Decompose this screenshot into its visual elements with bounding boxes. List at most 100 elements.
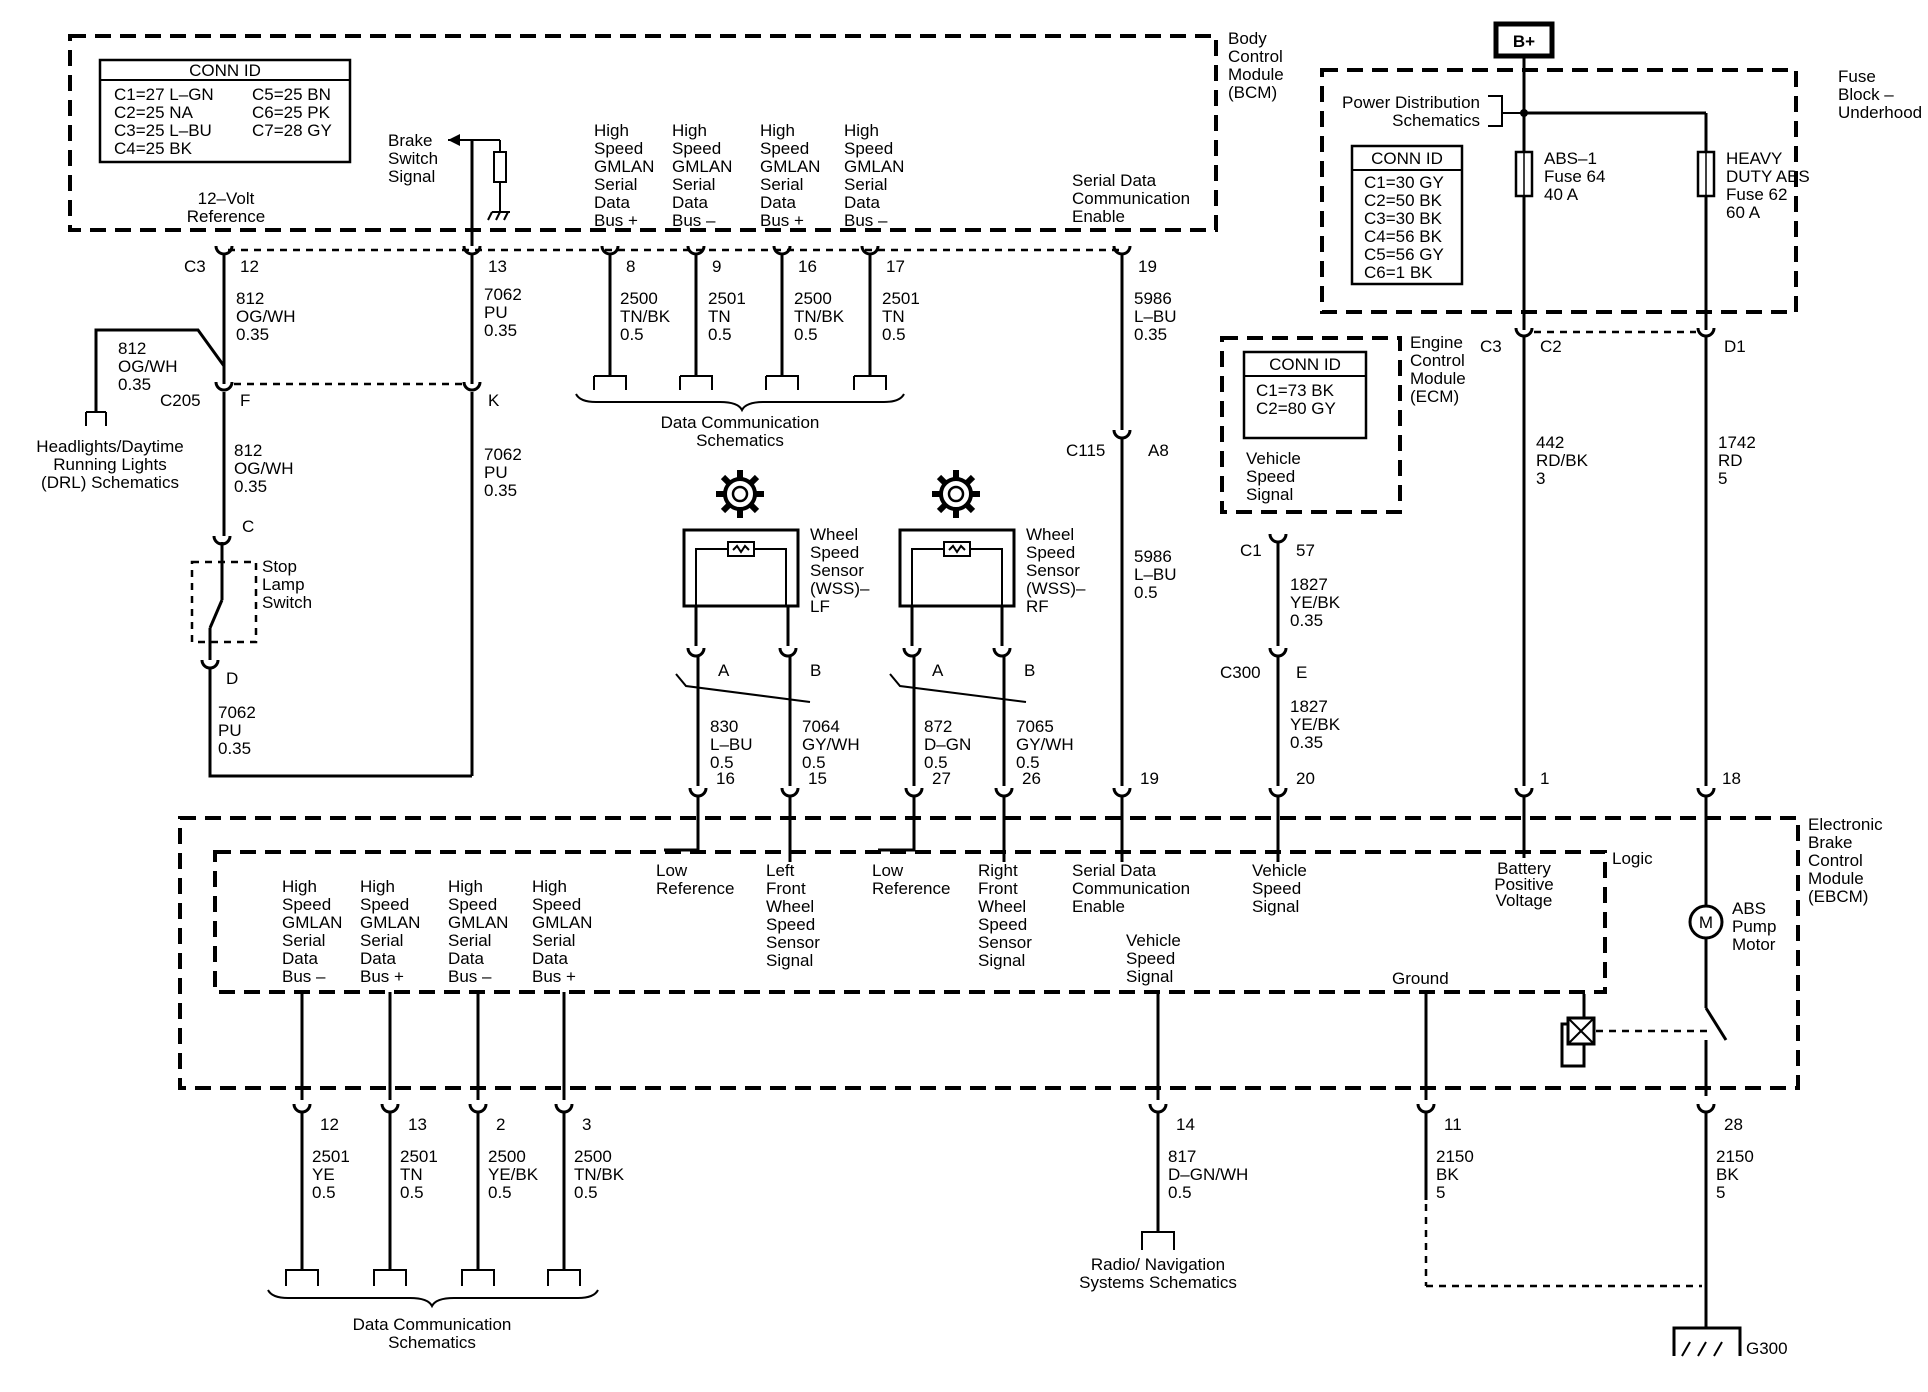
svg-text:Bus –: Bus – — [844, 211, 888, 230]
svg-text:20: 20 — [1296, 769, 1315, 788]
svg-text:E: E — [1296, 663, 1307, 682]
svg-text:Lamp: Lamp — [262, 575, 305, 594]
svg-text:0.35: 0.35 — [1290, 733, 1323, 752]
ebcm-ground-label: Ground — [1392, 969, 1449, 988]
svg-text:Sensor: Sensor — [978, 933, 1032, 952]
svg-text:3: 3 — [582, 1115, 591, 1134]
svg-text:Fuse 62: Fuse 62 — [1726, 185, 1787, 204]
svg-text:CONN ID: CONN ID — [1371, 149, 1443, 168]
svg-text:C205: C205 — [160, 391, 201, 410]
svg-text:Signal: Signal — [978, 951, 1025, 970]
svg-text:5: 5 — [1718, 469, 1727, 488]
fuse-conn-id-table: CONN ID C1=30 GY C2=50 BK C3=30 BK C4=56… — [1350, 144, 1464, 286]
svg-text:Signal: Signal — [1252, 897, 1299, 916]
svg-text:Serial: Serial — [844, 175, 887, 194]
bcm-brake-switch-signal-label: Brake Switch Signal — [388, 131, 438, 186]
svg-text:Communication: Communication — [1072, 189, 1190, 208]
svg-text:Right: Right — [978, 861, 1018, 880]
svg-text:High: High — [360, 877, 395, 896]
svg-text:Signal: Signal — [1126, 967, 1173, 986]
svg-text:GMLAN: GMLAN — [760, 157, 820, 176]
ebcm-battery-positive-voltage: Battery Positive Voltage — [1494, 859, 1554, 910]
wire-2501-label-b: 2501 TN 0.5 — [882, 289, 920, 344]
svg-text:Speed: Speed — [360, 895, 409, 914]
svg-text:Stop: Stop — [262, 557, 297, 576]
ebcm-serial-data-enable: Serial Data Communication Enable — [1072, 861, 1190, 916]
svg-text:Module: Module — [1228, 65, 1284, 84]
svg-text:Reference: Reference — [872, 879, 950, 898]
wss-lf-wire-labels: 830 L–BU 0.5 7064 GY/WH 0.5 — [710, 717, 860, 772]
svg-text:Schematics: Schematics — [696, 431, 784, 450]
svg-text:C3=25 L–BU: C3=25 L–BU — [114, 121, 212, 140]
svg-text:(WSS)–: (WSS)– — [1026, 579, 1086, 598]
svg-text:0.5: 0.5 — [924, 753, 948, 772]
svg-text:Wheel: Wheel — [978, 897, 1026, 916]
svg-text:2500: 2500 — [620, 289, 658, 308]
svg-text:Speed: Speed — [282, 895, 331, 914]
svg-text:16: 16 — [798, 257, 817, 276]
svg-text:L–BU: L–BU — [1134, 307, 1177, 326]
ebcm-module-outline — [178, 816, 1800, 1090]
wire-442-label: 442 RD/BK 3 — [1536, 433, 1589, 488]
svg-text:19: 19 — [1140, 769, 1159, 788]
data-comm-schematics-top: Data Communication Schematics — [575, 375, 905, 450]
svg-text:Power Distribution: Power Distribution — [1342, 93, 1480, 112]
wire-2500-label-a: 2500 TN/BK 0.5 — [620, 289, 671, 344]
svg-text:B+: B+ — [1513, 32, 1535, 51]
svg-text:C4=25 BK: C4=25 BK — [114, 139, 193, 158]
svg-text:Serial: Serial — [672, 175, 715, 194]
svg-text:Speed: Speed — [760, 139, 809, 158]
svg-text:A: A — [718, 661, 730, 680]
svg-text:Signal: Signal — [1246, 485, 1293, 504]
svg-text:Speed: Speed — [844, 139, 893, 158]
svg-text:YE/BK: YE/BK — [1290, 715, 1341, 734]
svg-text:C3: C3 — [1480, 337, 1502, 356]
ecm-conn-id-table: CONN ID C1=73 BK C2=80 GY — [1242, 350, 1368, 440]
svg-text:YE/BK: YE/BK — [1290, 593, 1341, 612]
svg-text:B: B — [810, 661, 821, 680]
svg-text:Vehicle: Vehicle — [1252, 861, 1307, 880]
svg-text:TN: TN — [882, 307, 905, 326]
bcm-12v-reference-label: 12–Volt Reference — [187, 189, 265, 226]
svg-text:Bus +: Bus + — [594, 211, 638, 230]
svg-text:C3=30 BK: C3=30 BK — [1364, 209, 1443, 228]
svg-text:C1=73 BK: C1=73 BK — [1256, 381, 1335, 400]
svg-text:1827: 1827 — [1290, 575, 1328, 594]
svg-text:Sensor: Sensor — [810, 561, 864, 580]
wire-7062-label-b: 7062 PU 0.35 — [484, 445, 522, 500]
svg-text:TN/BK: TN/BK — [620, 307, 671, 326]
svg-text:2150: 2150 — [1436, 1147, 1474, 1166]
wire-812-label-a: 812 OG/WH 0.35 — [236, 289, 296, 344]
svg-text:YE/BK: YE/BK — [488, 1165, 539, 1184]
svg-text:C5=25 BN: C5=25 BN — [252, 85, 331, 104]
c205-connector: C205 F K — [160, 381, 500, 410]
svg-text:Serial: Serial — [594, 175, 637, 194]
svg-text:5986: 5986 — [1134, 289, 1172, 308]
svg-text:C300: C300 — [1220, 663, 1261, 682]
wire-2501-label-a: 2501 TN 0.5 — [708, 289, 746, 344]
svg-text:0.5: 0.5 — [488, 1183, 512, 1202]
svg-text:Schematics: Schematics — [388, 1333, 476, 1352]
svg-text:High: High — [760, 121, 795, 140]
svg-text:Serial: Serial — [532, 931, 575, 950]
radio-navigation-schematics: Radio/ Navigation Systems Schematics — [1079, 1231, 1237, 1292]
svg-text:TN/BK: TN/BK — [794, 307, 845, 326]
svg-text:Radio/ Navigation: Radio/ Navigation — [1091, 1255, 1225, 1274]
svg-text:57: 57 — [1296, 541, 1315, 560]
brake-switch-pullup-resistor — [448, 134, 510, 246]
svg-text:Headlights/Daytime: Headlights/Daytime — [36, 437, 183, 456]
svg-text:Control: Control — [1410, 351, 1465, 370]
ecm-vehicle-speed-label: Vehicle Speed Signal — [1246, 449, 1301, 504]
svg-text:M: M — [1699, 913, 1713, 932]
svg-text:Bus +: Bus + — [760, 211, 804, 230]
wire-1827-label-a: 1827 YE/BK 0.35 — [1290, 575, 1341, 630]
svg-text:0.5: 0.5 — [620, 325, 644, 344]
svg-text:Front: Front — [978, 879, 1018, 898]
svg-text:C2=50 BK: C2=50 BK — [1364, 191, 1443, 210]
ebcm-lf-wss-signal: Left Front Wheel Speed Sensor Signal — [766, 861, 820, 970]
svg-text:Engine: Engine — [1410, 333, 1463, 352]
svg-text:Data Communication: Data Communication — [661, 413, 820, 432]
